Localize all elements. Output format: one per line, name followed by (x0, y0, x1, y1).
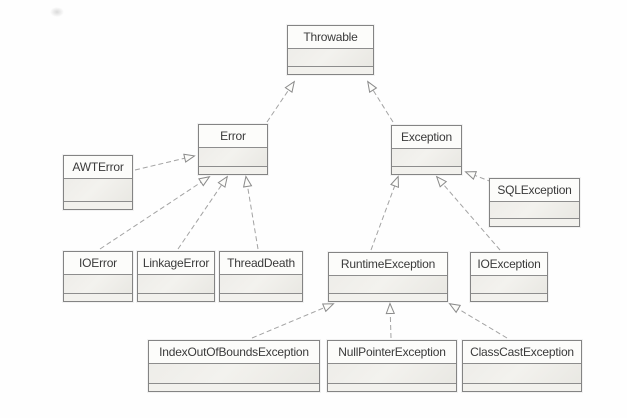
class-box-ioexception: IOException (470, 252, 548, 302)
operations-compartment (463, 383, 581, 391)
class-box-threaddeath: ThreadDeath (219, 251, 303, 302)
class-box-indexoutofboundsexception: IndexOutOfBoundsException (148, 340, 320, 392)
attributes-compartment (463, 363, 581, 383)
class-box-sqlexception: SQLException (489, 178, 580, 227)
edge-error-to-throwable (266, 80, 296, 123)
edge-threaddeath-to-error (242, 175, 259, 250)
operations-compartment (328, 383, 456, 391)
attributes-compartment (490, 201, 579, 218)
class-name-indexoutofboundsexception: IndexOutOfBoundsException (149, 341, 319, 363)
edge-linkageerror-to-error (177, 175, 229, 250)
class-box-runtimeexception: RuntimeException (328, 252, 448, 302)
class-box-linkageerror: LinkageError (137, 251, 215, 302)
class-name-awterror: AWTError (64, 156, 132, 178)
attributes-compartment (138, 274, 214, 293)
class-name-linkageerror: LinkageError (138, 252, 214, 274)
operations-compartment (199, 166, 267, 174)
operations-compartment (149, 383, 319, 391)
attributes-compartment (392, 148, 461, 166)
class-name-throwable: Throwable (288, 26, 373, 48)
class-name-exception: Exception (392, 126, 461, 148)
operations-compartment (392, 166, 461, 174)
edge-exception-to-throwable (367, 80, 394, 123)
class-name-ioexception: IOException (471, 253, 547, 275)
attributes-compartment (199, 147, 267, 166)
operations-compartment (288, 66, 373, 74)
class-name-error: Error (199, 125, 267, 147)
operations-compartment (329, 293, 447, 301)
class-box-exception: Exception (391, 125, 462, 175)
attributes-compartment (64, 178, 132, 201)
attributes-compartment (64, 274, 132, 293)
class-name-ioerror: IOError (64, 252, 132, 274)
class-box-error: Error (198, 124, 268, 175)
class-name-threaddeath: ThreadDeath (220, 252, 302, 274)
class-box-throwable: Throwable (287, 25, 374, 75)
class-name-sqlexception: SQLException (490, 179, 579, 201)
class-name-runtimeexception: RuntimeException (329, 253, 447, 275)
class-box-classcastexception: ClassCastException (462, 340, 582, 392)
class-name-nullpointerexception: NullPointerException (328, 341, 456, 363)
edge-awterror-to-error (134, 153, 196, 171)
attributes-compartment (329, 275, 447, 293)
attributes-compartment (288, 48, 373, 66)
operations-compartment (64, 201, 132, 209)
class-box-nullpointerexception: NullPointerException (327, 340, 457, 392)
operations-compartment (138, 293, 214, 301)
attributes-compartment (220, 274, 302, 293)
edge-indexoutofbounds-to-runtime (251, 303, 335, 339)
class-box-awterror: AWTError (63, 155, 133, 210)
scan-smudge (50, 7, 64, 17)
class-box-ioerror: IOError (63, 251, 133, 302)
class-name-classcastexception: ClassCastException (463, 341, 581, 363)
edge-nullpointer-to-runtime (385, 302, 396, 339)
attributes-compartment (149, 363, 319, 383)
attributes-compartment (328, 363, 456, 383)
operations-compartment (471, 293, 547, 301)
attributes-compartment (471, 275, 547, 293)
operations-compartment (64, 293, 132, 301)
operations-compartment (220, 293, 302, 301)
operations-compartment (490, 218, 579, 226)
edge-runtimeexception-to-exception (370, 175, 399, 251)
edge-classcast-to-runtime (448, 303, 508, 339)
